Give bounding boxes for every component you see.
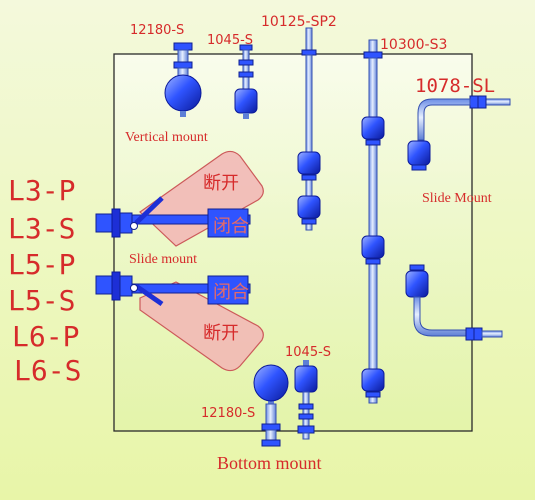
label-cn-closed-top: 闭合 bbox=[213, 216, 249, 237]
label-cn-open-bottom: 断开 bbox=[203, 323, 239, 344]
float-12180s-bottom bbox=[253, 364, 289, 447]
label-10300s3: 10300-S3 bbox=[380, 37, 447, 53]
label-12180s-bottom: 12180-S bbox=[201, 406, 255, 421]
float-1045s-bottom bbox=[294, 360, 318, 440]
side-code-1: L3-P bbox=[8, 174, 75, 207]
label-vertical-mount: Vertical mount bbox=[125, 130, 208, 145]
float-10300s3 bbox=[361, 39, 385, 404]
label-cn-open-top: 断开 bbox=[203, 173, 239, 194]
side-code-2: L3-S bbox=[8, 212, 75, 245]
label-1078sl: 1078-SL bbox=[415, 75, 495, 97]
label-cn-closed-bottom: 闭合 bbox=[213, 282, 249, 303]
label-1045s-top: 1045-S bbox=[207, 33, 253, 48]
label-10125sp2: 10125-SP2 bbox=[261, 14, 337, 30]
label-12180s-top: 12180-S bbox=[130, 23, 184, 38]
slide-switch-upper bbox=[95, 150, 264, 247]
float-1078sl-upper bbox=[407, 95, 511, 171]
side-code-6: L6-S bbox=[14, 354, 81, 387]
label-bottom-mount: Bottom mount bbox=[217, 453, 322, 473]
float-12180s-top bbox=[164, 42, 202, 117]
label-1045s-bottom: 1045-S bbox=[285, 345, 331, 360]
side-code-3: L5-P bbox=[8, 248, 75, 281]
float-10125sp2 bbox=[297, 27, 321, 231]
float-1078sl-lower bbox=[405, 264, 503, 341]
side-code-5: L6-P bbox=[12, 320, 79, 353]
slide-switch-lower bbox=[95, 271, 264, 372]
label-slide-mount-right: Slide Mount bbox=[422, 191, 492, 206]
label-slide-mount-left: Slide mount bbox=[129, 252, 197, 267]
float-1045s-top bbox=[234, 44, 258, 119]
side-code-4: L5-S bbox=[8, 284, 75, 317]
